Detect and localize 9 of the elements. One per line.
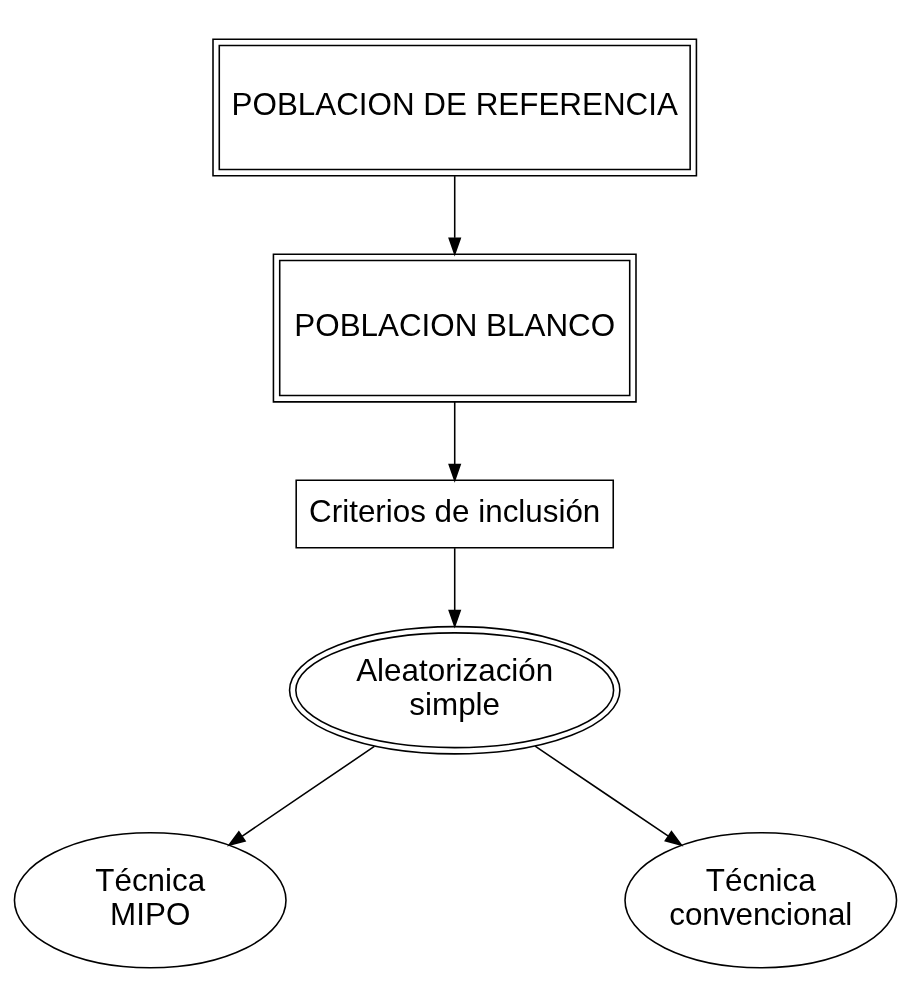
arrow bbox=[448, 401, 462, 483]
node-ellipse: Aleatorización simple bbox=[288, 625, 621, 755]
node-box: POBLACION DE REFERENCIA bbox=[212, 38, 698, 177]
node-box: POBLACION BLANCO bbox=[272, 253, 637, 403]
node-box: Criterios de inclusión bbox=[295, 479, 615, 549]
arrow bbox=[534, 745, 684, 847]
arrow bbox=[448, 175, 462, 257]
arrow bbox=[448, 547, 462, 629]
arrow bbox=[227, 745, 376, 847]
